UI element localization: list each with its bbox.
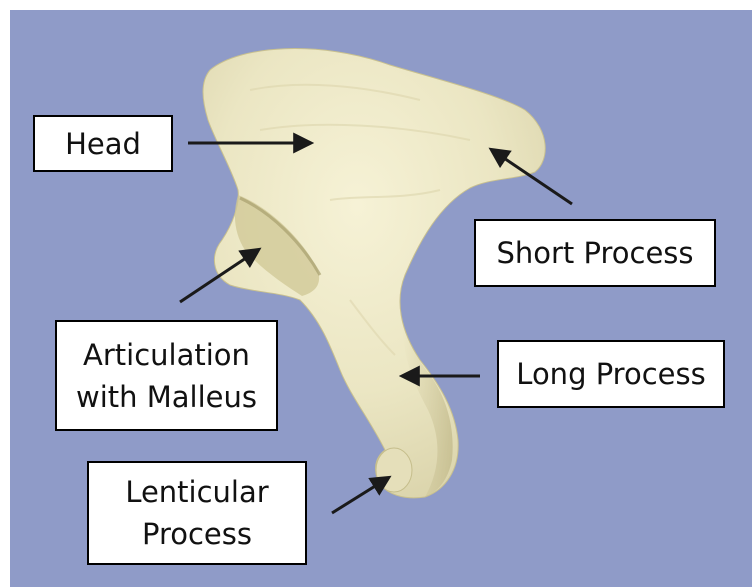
- label-head: Head: [33, 115, 173, 172]
- label-short-process: Short Process: [474, 219, 716, 287]
- label-short-process-text: Short Process: [496, 232, 693, 274]
- label-lenticular-line-1: Lenticular: [125, 471, 268, 513]
- label-long-process: Long Process: [497, 340, 725, 408]
- label-head-text: Head: [65, 123, 141, 165]
- arrow-lenticular-process: [332, 478, 388, 513]
- label-articulation-text: Articulation with Malleus: [76, 334, 257, 418]
- label-long-process-text: Long Process: [516, 353, 705, 395]
- label-lenticular-line-2: Process: [125, 513, 268, 555]
- label-articulation-line-1: Articulation: [76, 334, 257, 376]
- label-lenticular-process: Lenticular Process: [87, 461, 307, 565]
- label-articulation-line-2: with Malleus: [76, 376, 257, 418]
- label-articulation-with-malleus: Articulation with Malleus: [55, 320, 278, 431]
- label-lenticular-text: Lenticular Process: [125, 471, 268, 555]
- lenticular-knob: [376, 448, 412, 492]
